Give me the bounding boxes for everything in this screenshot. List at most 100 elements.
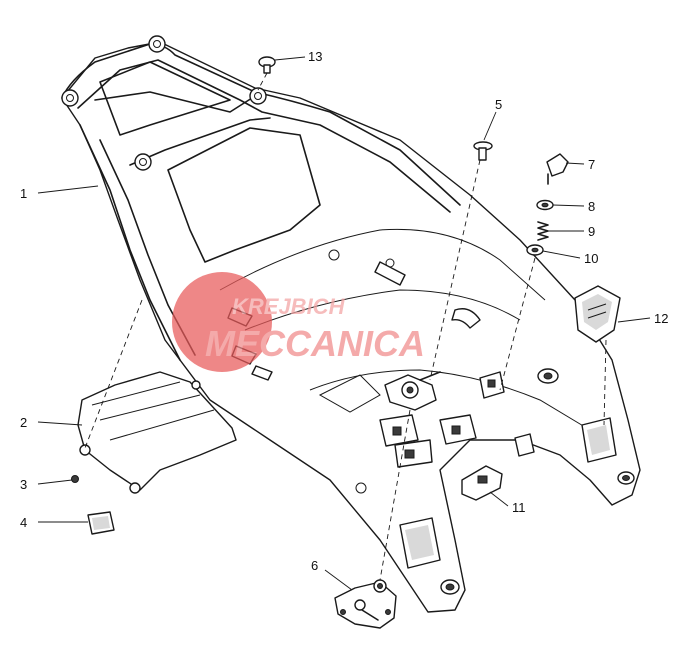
part-3-screw [71, 475, 79, 483]
callout-3: 3 [20, 477, 27, 492]
leader-13 [274, 56, 306, 61]
latch-screw-left [340, 609, 346, 615]
latch-hub [354, 599, 366, 611]
bolt-shank [478, 147, 487, 161]
tray-contour-3 [309, 369, 591, 431]
rear-frame-assembly [61, 35, 641, 613]
watermark-circle [172, 272, 272, 372]
grab-rail-inner [77, 59, 451, 213]
tray-contour-1 [219, 228, 546, 301]
fastener-shank [263, 64, 271, 74]
side-frame-tube [79, 124, 181, 361]
frame-seat-window [167, 127, 321, 263]
latch-pivot-pin [406, 386, 414, 394]
callout-1: 1 [20, 186, 27, 201]
tail-lower-right-shade [587, 425, 610, 455]
rail-boss-front-left [61, 89, 79, 107]
callout-12: 12 [654, 311, 668, 326]
undercover-mount-top [191, 380, 201, 390]
washer-hole [531, 247, 539, 253]
dash-latch-to-body [379, 409, 411, 581]
bracket-hole [477, 475, 488, 484]
tray-slot-2 [451, 308, 481, 329]
part-11-bracket [461, 465, 503, 501]
key-head [546, 153, 569, 177]
tray-slot-5 [251, 365, 273, 381]
tray-recess [318, 374, 381, 413]
rail-boss-side-hole [139, 158, 147, 166]
part-5-bolt [473, 141, 493, 161]
frame-front-window [99, 61, 231, 136]
latch-bracket-hole-center [404, 449, 415, 459]
bracket-right [514, 433, 535, 457]
screw-head [71, 475, 79, 483]
latch-box-lines [587, 303, 607, 319]
leader-11 [489, 491, 509, 507]
part-13-fastener [258, 56, 276, 74]
latch-box-face [582, 294, 612, 330]
tray-hole-1 [328, 249, 340, 261]
tail-lower-mount-hole [445, 583, 455, 591]
leader-6 [324, 569, 353, 591]
dash-fastener-to-rail [257, 72, 268, 91]
leader-8 [552, 204, 585, 207]
watermark-line1: KREJBICH [232, 294, 346, 319]
part-10-washer [526, 244, 544, 256]
rail-boss-side [134, 153, 152, 171]
callout-11: 11 [512, 500, 526, 515]
part-8-washer [536, 199, 554, 211]
rail-boss-front-left-hole [66, 94, 74, 102]
leader-2 [37, 421, 83, 426]
part-6-latch [334, 579, 397, 629]
rail-boss-mid-hole [254, 92, 262, 100]
rubber-pad-shade [92, 516, 110, 530]
tail-right-mount-hole [622, 475, 630, 481]
latch-screw-right [385, 609, 391, 615]
callout-5: 5 [495, 97, 502, 112]
latch-bracket-hole-left [392, 426, 402, 436]
callout-10: 10 [584, 251, 598, 266]
latch-arm [419, 371, 441, 381]
latch-lever [361, 609, 379, 621]
tail-lower-left-shade [405, 525, 434, 560]
callout-6: 6 [311, 558, 318, 573]
leader-3 [37, 479, 73, 485]
assembly-lines [84, 72, 607, 581]
rail-boss-mid [249, 87, 267, 105]
leader-5 [483, 111, 497, 141]
part-7-key [546, 153, 569, 185]
undercover-ribs [91, 381, 215, 441]
leader-10 [542, 250, 581, 259]
tray-contour-2 [244, 289, 521, 331]
leader-1 [37, 185, 99, 194]
callout-2: 2 [20, 415, 27, 430]
latch-tab-hole [487, 379, 496, 388]
callout-7: 7 [588, 157, 595, 172]
washer-hole [541, 202, 549, 208]
part-2-undercover [77, 371, 237, 494]
rail-boss-front-right [148, 35, 166, 53]
callout-9: 9 [588, 224, 595, 239]
tray-slot-1 [374, 261, 406, 286]
latch-bracket-hole-right [451, 425, 461, 435]
spring-coil [537, 221, 549, 241]
part-4-rubber-pad [87, 511, 115, 535]
watermark-line2: MECCANICA [205, 323, 425, 364]
callout-numbers: 1 2 3 4 5 6 7 8 9 10 11 12 13 [20, 49, 668, 573]
undercover-mount-left [79, 444, 91, 456]
central-latch-mechanism [384, 371, 441, 411]
callout-13: 13 [308, 49, 322, 64]
grab-rail-outer [61, 43, 461, 206]
dash-washer-to-tab [499, 257, 536, 391]
leader-12 [617, 317, 651, 323]
latch-top-mount-hole [377, 583, 383, 589]
tray-grommet-center [543, 372, 553, 380]
undercover-mount-bottom [129, 482, 141, 494]
callout-8: 8 [588, 199, 595, 214]
watermark-logo: KREJBICH MECCANICA [172, 272, 425, 372]
leader-7 [565, 162, 585, 165]
rail-crossmember-front [94, 91, 253, 113]
tray-hole-3 [355, 482, 367, 494]
